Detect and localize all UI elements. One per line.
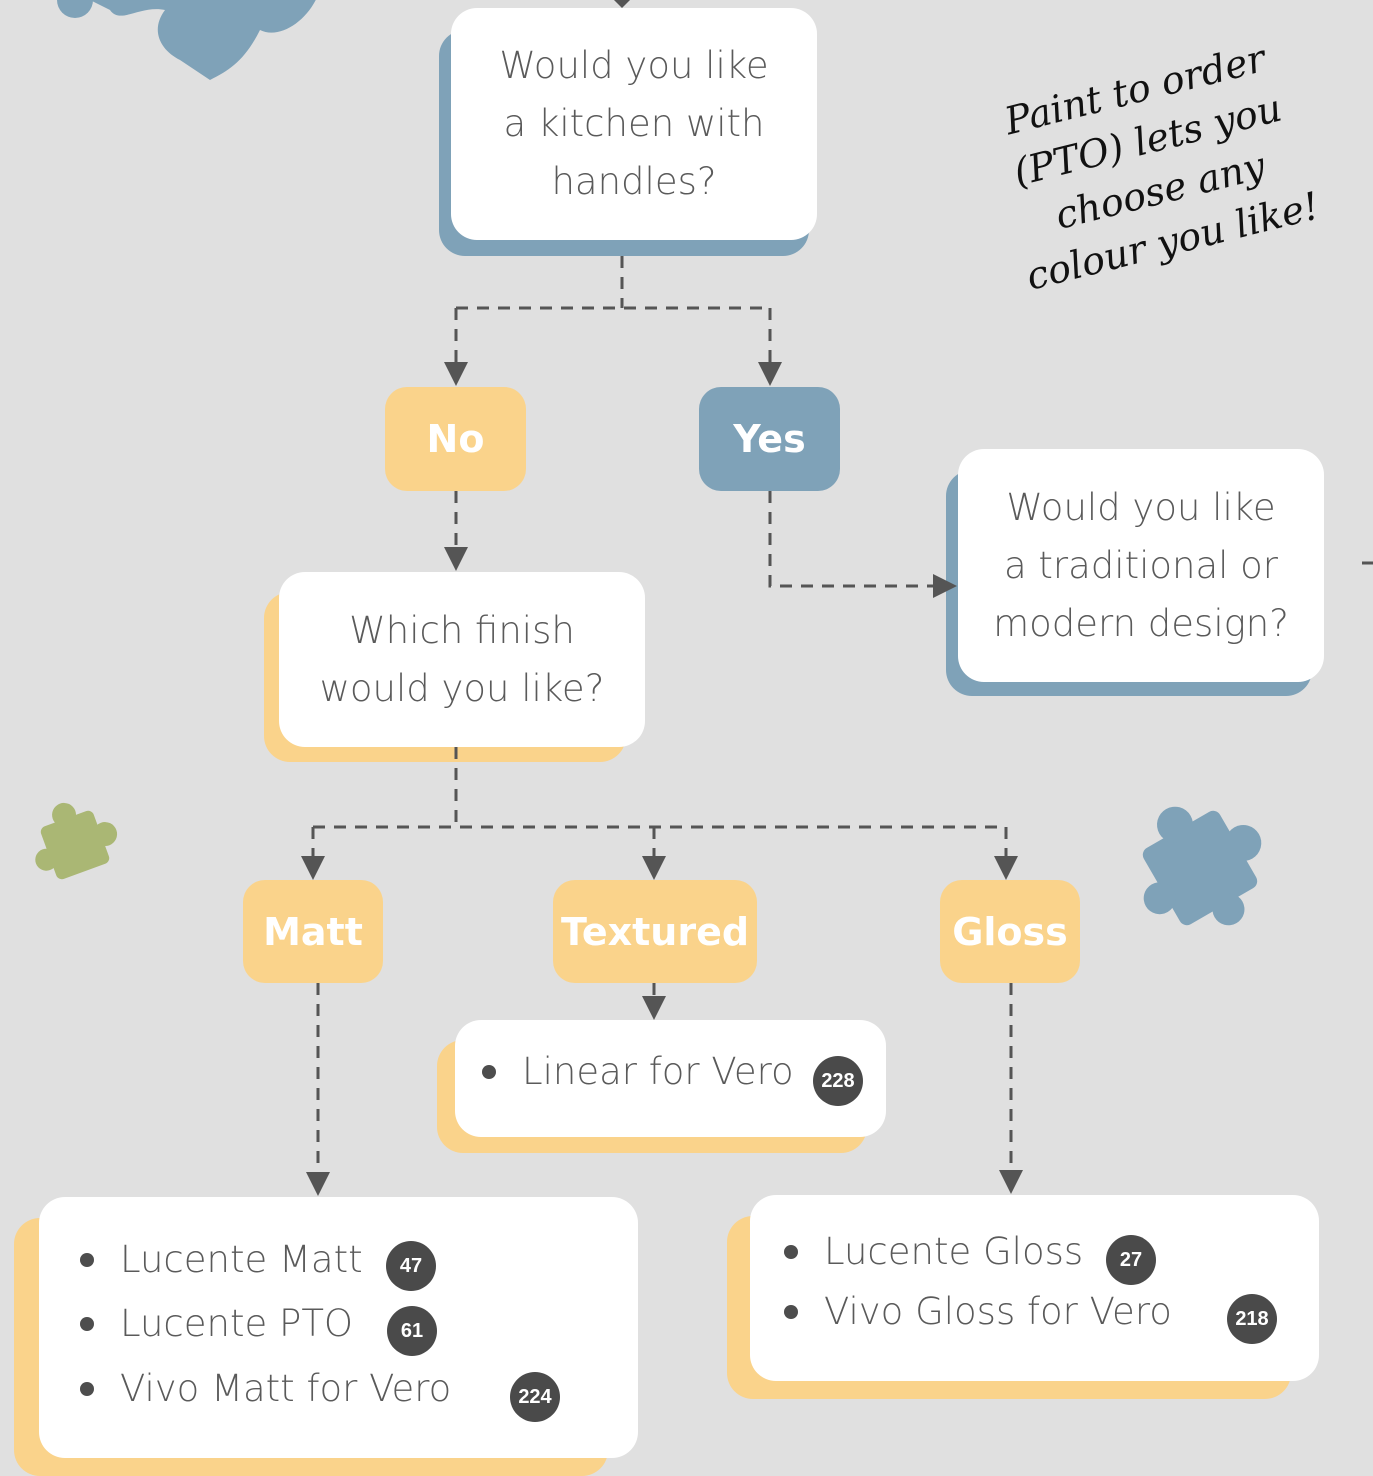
yes-branch-label: Yes xyxy=(699,387,840,491)
product-name: Linear for Vero xyxy=(522,1050,794,1093)
list-item: Linear for Vero xyxy=(482,1050,794,1093)
arrow-down-icon xyxy=(642,856,666,880)
bullet-icon xyxy=(482,1064,496,1079)
product-name: Lucente Gloss xyxy=(824,1230,1084,1273)
arrow-down-icon xyxy=(994,856,1018,880)
product-name: Lucente PTO xyxy=(120,1302,354,1345)
arrow-down-icon xyxy=(758,362,782,386)
puzzle-piece-icon xyxy=(35,802,118,880)
question-line: a kitchen with xyxy=(503,102,765,145)
question-line: handles? xyxy=(551,160,717,203)
connector-line xyxy=(768,491,935,588)
connector-line xyxy=(454,256,772,370)
arrow-down-icon xyxy=(306,1172,330,1196)
arrow-down-icon xyxy=(614,0,630,8)
yes-question-card: Would you like a traditional or modern d… xyxy=(958,449,1324,682)
list-item: Vivo Matt for Vero xyxy=(80,1367,451,1410)
question-line: modern design? xyxy=(993,601,1289,645)
no-branch-label: No xyxy=(385,387,526,491)
bullet-icon xyxy=(80,1381,94,1396)
page-badge: 218 xyxy=(1227,1294,1277,1344)
page-badge: 61 xyxy=(387,1306,437,1356)
page-number: 218 xyxy=(1235,1307,1269,1330)
bullet-icon xyxy=(80,1252,94,1267)
matt-label-text: Matt xyxy=(263,909,363,954)
arrow-down-icon xyxy=(444,362,468,386)
page-badge: 228 xyxy=(813,1056,863,1106)
product-name: Vivo Matt for Vero xyxy=(120,1367,452,1410)
bullet-icon xyxy=(80,1316,94,1331)
arrow-down-icon xyxy=(642,996,666,1020)
arrow-down-icon xyxy=(999,1170,1023,1194)
page-number: 61 xyxy=(400,1319,424,1342)
page-number: 224 xyxy=(518,1385,552,1408)
gloss-finish-label: Gloss xyxy=(940,880,1080,983)
list-item: Lucente PTO xyxy=(80,1302,353,1345)
page-number: 47 xyxy=(399,1254,423,1277)
list-item: Lucente Gloss xyxy=(784,1230,1083,1273)
no-label-text: No xyxy=(426,417,485,461)
arrow-down-icon xyxy=(301,856,325,880)
question-line: Which finish xyxy=(349,608,575,652)
matt-finish-label: Matt xyxy=(243,880,383,983)
arrow-down-icon xyxy=(444,547,468,571)
list-item: Vivo Gloss for Vero xyxy=(784,1290,1172,1333)
bullet-icon xyxy=(784,1244,798,1259)
page-badge: 27 xyxy=(1106,1235,1156,1285)
question-line: would you like? xyxy=(319,666,605,710)
page-number: 228 xyxy=(821,1069,855,1092)
arrow-right-icon xyxy=(933,574,957,598)
question-line: Would you like xyxy=(499,44,769,87)
connector-line xyxy=(311,747,1008,862)
product-name: Vivo Gloss for Vero xyxy=(824,1290,1172,1333)
textured-label-text: Textured xyxy=(560,909,750,954)
finish-question-card: Which finish would you like? xyxy=(279,572,645,747)
page-badge: 224 xyxy=(510,1372,560,1422)
page-number: 27 xyxy=(1119,1248,1143,1271)
page-badge: 47 xyxy=(386,1241,436,1291)
bullet-icon xyxy=(784,1304,798,1319)
puzzle-piece-icon xyxy=(57,0,316,80)
yes-label-text: Yes xyxy=(733,417,806,461)
list-item: Lucente Matt xyxy=(80,1238,363,1281)
textured-finish-label: Textured xyxy=(553,880,757,983)
question-line: a traditional or xyxy=(1003,543,1279,587)
gloss-label-text: Gloss xyxy=(952,909,1068,954)
top-question-card: Would you like a kitchen with handles? xyxy=(451,8,817,240)
product-name: Lucente Matt xyxy=(120,1238,363,1281)
gloss-results-card xyxy=(750,1195,1319,1381)
puzzle-piece-icon xyxy=(1142,806,1262,926)
question-line: Would you like xyxy=(1006,485,1276,529)
